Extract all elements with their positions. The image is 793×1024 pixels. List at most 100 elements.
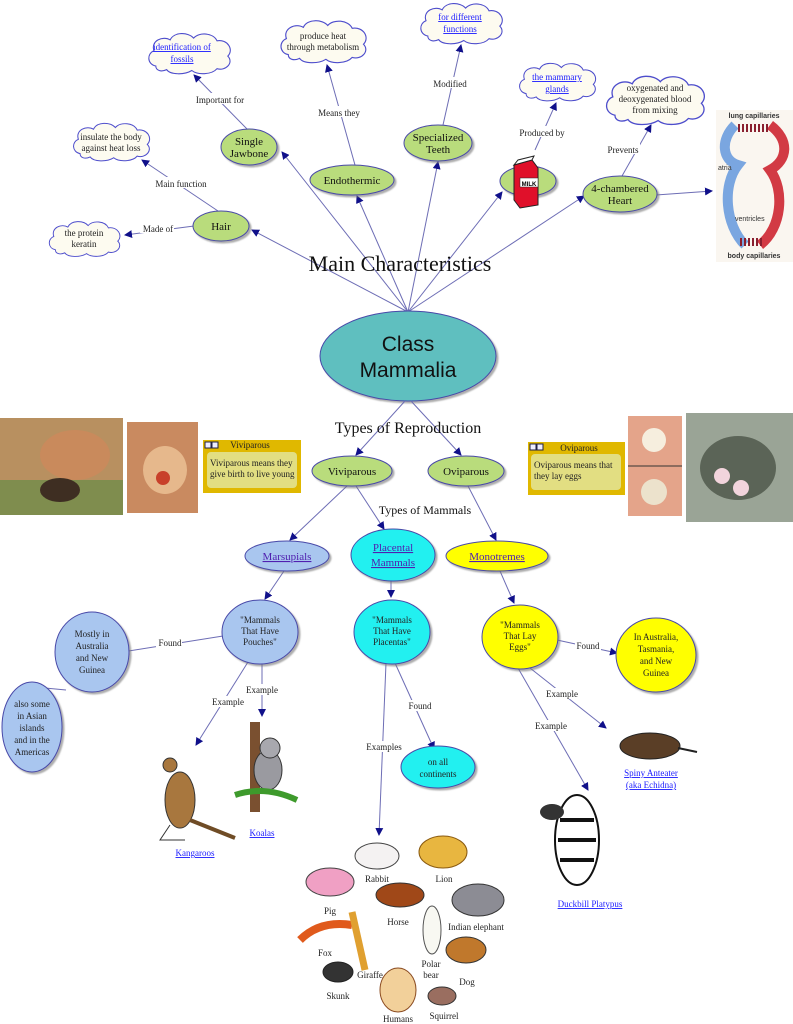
node-placental — [350, 528, 436, 582]
svg-text:Oviparous: Oviparous — [443, 466, 489, 478]
svg-text:Made of: Made of — [143, 224, 173, 234]
milk-carton-image: MILK — [512, 155, 539, 209]
svg-text:In Australia,: In Australia, — [634, 632, 679, 642]
kangaroo-image — [159, 757, 236, 841]
svg-text:Found: Found — [158, 638, 182, 648]
svg-text:Example: Example — [546, 689, 578, 699]
svg-text:from mixing: from mixing — [632, 105, 678, 115]
svg-text:Lion: Lion — [436, 874, 453, 884]
note-viviparous: Viviparous Viviparous means they give bi… — [203, 440, 301, 493]
heart-diagram-image: lung capillaries atria ventricles body c… — [716, 110, 793, 262]
node-all-continents — [400, 745, 476, 789]
svg-text:keratin: keratin — [72, 239, 97, 249]
svg-text:Produced by: Produced by — [519, 128, 565, 138]
node-heart — [582, 175, 658, 213]
svg-text:Guinea: Guinea — [79, 665, 105, 675]
svg-text:Eggs": Eggs" — [509, 642, 531, 652]
link-marsupials[interactable]: Marsupials — [263, 551, 312, 563]
joey-pouch-photo — [127, 422, 198, 513]
svg-text:Specialized: Specialized — [413, 132, 464, 144]
node-asian-islands — [1, 681, 63, 773]
svg-text:glands[interactable]: glands — [545, 84, 569, 94]
link-placental[interactable]: Placental — [373, 542, 413, 554]
svg-text:Viviparous: Viviparous — [230, 440, 270, 450]
svg-text:Viviparous: Viviparous — [328, 466, 376, 478]
svg-text:Rabbit: Rabbit — [365, 874, 389, 884]
node-single-jawbone — [220, 128, 278, 166]
svg-text:Pouches": Pouches" — [243, 637, 277, 647]
link-fossils[interactable]: identification of — [153, 42, 211, 52]
svg-text:Squirrel: Squirrel — [430, 1011, 459, 1021]
svg-text:Polar: Polar — [422, 959, 441, 969]
svg-text:That Lay: That Lay — [504, 631, 537, 641]
koala-image — [234, 722, 299, 812]
svg-text:atria: atria — [718, 165, 732, 172]
svg-text:Jawbone: Jawbone — [230, 148, 269, 160]
kangaroo-photo — [0, 418, 123, 515]
svg-text:Main function: Main function — [155, 179, 207, 189]
types-of-reproduction-title: Types of Reproduction — [335, 420, 481, 437]
nest-photo — [686, 413, 793, 522]
svg-text:for different[interactable]: for different — [438, 12, 482, 22]
node-placentas — [353, 599, 431, 665]
link-kangaroos[interactable]: Kangaroos — [176, 848, 215, 858]
svg-text:Horse: Horse — [387, 917, 409, 927]
node-endothermic — [309, 164, 395, 196]
svg-text:Single: Single — [235, 136, 263, 148]
svg-text:bear: bear — [423, 970, 439, 980]
svg-text:Heart: Heart — [608, 195, 632, 207]
svg-text:Humans: Humans — [383, 1014, 413, 1024]
svg-text:on all: on all — [428, 757, 449, 767]
animal-labels: Rabbit Lion Pig Horse Indian elephant Fo… — [318, 874, 504, 1024]
svg-text:in Asian: in Asian — [17, 711, 47, 721]
link-platypus[interactable]: Duckbill Platypus — [558, 899, 623, 909]
svg-text:Giraffe: Giraffe — [357, 970, 383, 980]
svg-text:Oviparous means that: Oviparous means that — [534, 460, 613, 470]
svg-text:Viviparous means they: Viviparous means they — [210, 458, 293, 468]
svg-text:ventricles: ventricles — [735, 216, 765, 223]
svg-text:fossils[interactable]: fossils — [170, 54, 194, 64]
svg-text:islands: islands — [19, 723, 44, 733]
svg-text:lung capillaries: lung capillaries — [729, 113, 780, 120]
svg-text:Mostly in: Mostly in — [75, 629, 110, 639]
svg-text:4-chambered: 4-chambered — [591, 183, 649, 195]
svg-text:"Mammals: "Mammals — [240, 615, 280, 625]
svg-text:Class: Class — [382, 333, 435, 356]
node-pouches — [221, 599, 299, 665]
svg-text:"Mammals: "Mammals — [500, 620, 540, 630]
svg-text:and New: and New — [640, 656, 673, 666]
link-koalas[interactable]: Koalas — [250, 828, 275, 838]
svg-text:continents: continents — [420, 769, 457, 779]
svg-text:through metabolism: through metabolism — [287, 42, 359, 52]
svg-text:Endothermic: Endothermic — [324, 175, 381, 187]
svg-text:(aka Echidna)[interactable]: (aka Echidna) — [626, 780, 676, 790]
platypus-image — [540, 794, 600, 886]
node-monotremes — [445, 540, 549, 572]
node-australia-tasmania — [615, 617, 697, 693]
svg-text:Example: Example — [535, 721, 567, 731]
node-oviparous — [427, 455, 505, 487]
svg-text:Modified: Modified — [433, 79, 467, 89]
svg-text:Fox: Fox — [318, 948, 333, 958]
svg-text:Oviparous: Oviparous — [560, 443, 598, 453]
svg-text:Americas: Americas — [15, 747, 50, 757]
svg-text:insulate the body: insulate the body — [80, 132, 142, 142]
svg-text:Skunk: Skunk — [326, 991, 350, 1001]
svg-text:Pig: Pig — [324, 906, 337, 916]
svg-text:body capillaries: body capillaries — [728, 253, 781, 260]
link-echidna[interactable]: Spiny Anteater — [624, 768, 678, 778]
node-specialized-teeth — [403, 124, 473, 162]
link-monotremes[interactable]: Monotremes — [469, 551, 525, 563]
svg-text:the mammary[interactable]: the mammary — [532, 72, 582, 82]
svg-text:Types of Mammals: Types of Mammals — [379, 503, 472, 517]
svg-text:Australia: Australia — [76, 641, 109, 651]
node-class-mammalia — [319, 310, 497, 402]
svg-text:Example: Example — [246, 685, 278, 695]
svg-text:functions[interactable]: functions — [443, 24, 477, 34]
link-labels-top: Made of Main function Important for Mean… — [140, 77, 640, 234]
svg-text:and in the: and in the — [14, 735, 50, 745]
svg-text:they lay eggs: they lay eggs — [534, 471, 582, 481]
svg-text:Examples: Examples — [366, 742, 402, 752]
svg-text:Mammals[interactable]: Mammals — [371, 557, 415, 569]
